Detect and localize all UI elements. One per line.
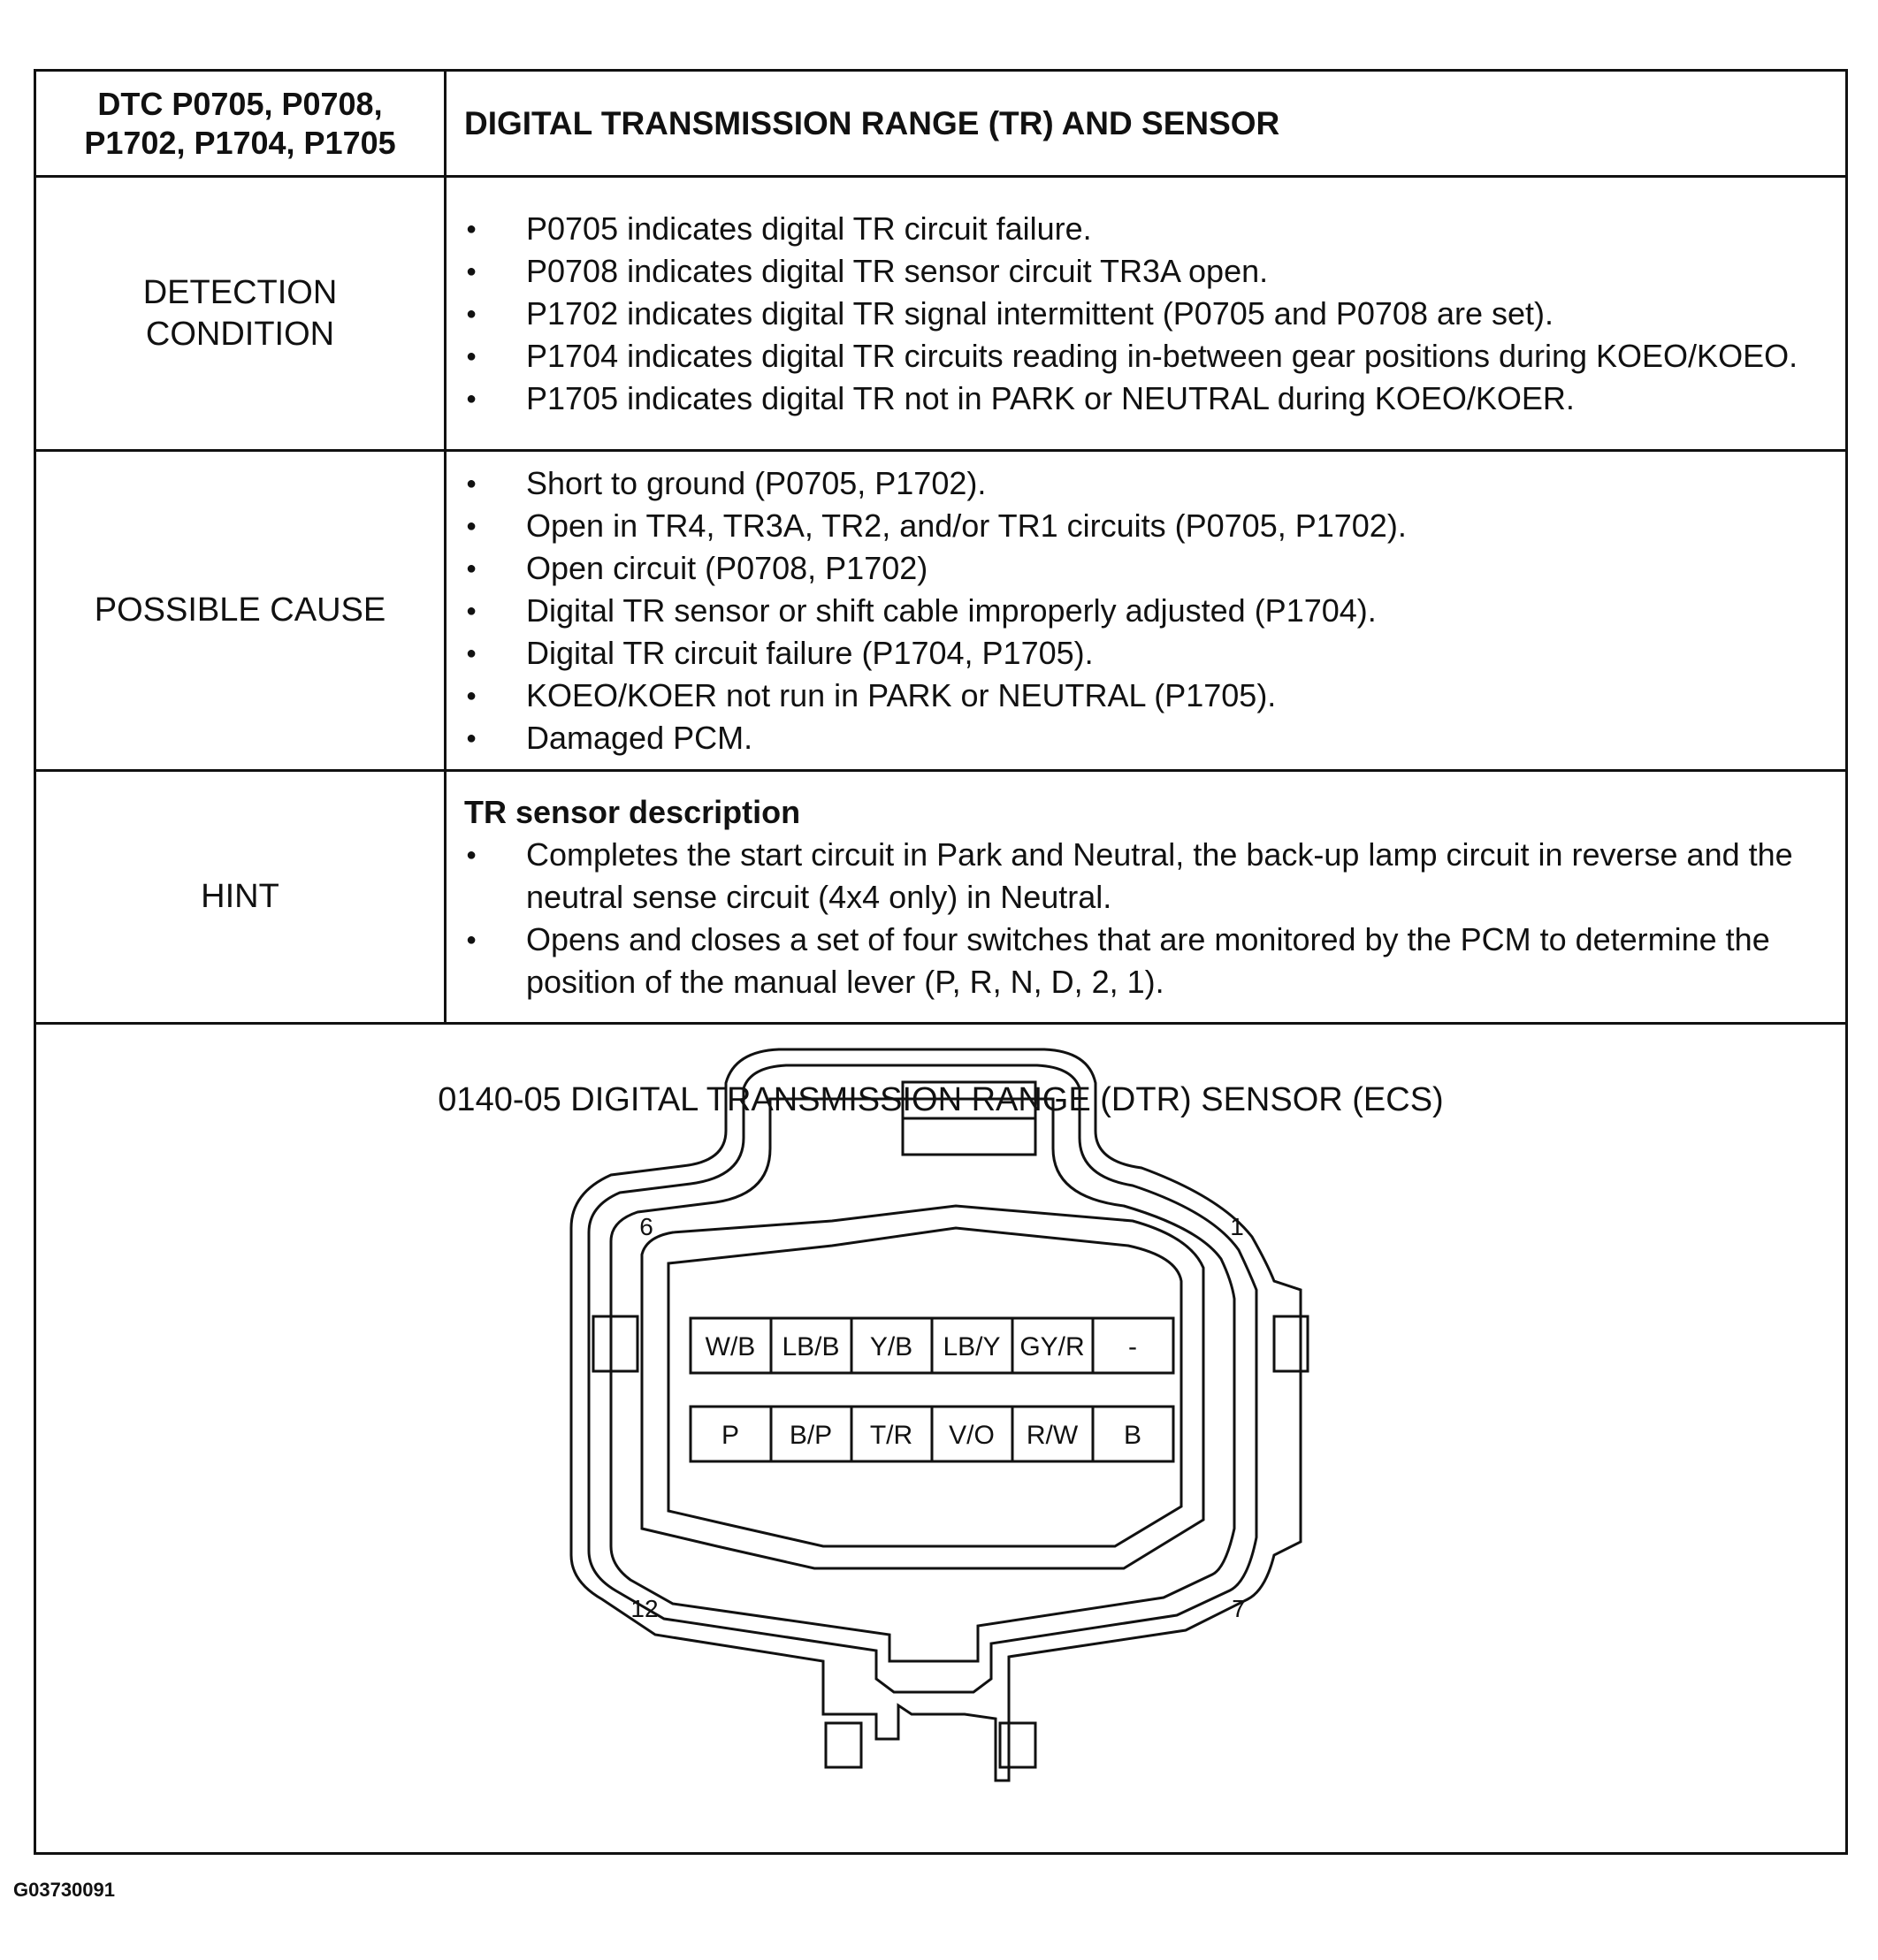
pin-number-1: 1 — [1230, 1213, 1244, 1240]
detection-content-cell: P0705 indicates digital TR circuit failu… — [447, 178, 1845, 449]
cause-item: KOEO/KOER not run in PARK or NEUTRAL (P1… — [464, 675, 1819, 717]
pin-number-12: 12 — [630, 1595, 658, 1622]
hint-list: Completes the start circuit in Park and … — [464, 834, 1819, 1003]
pin-cell — [850, 1316, 934, 1375]
pin-label: T/R — [870, 1421, 912, 1450]
detection-item: P0708 indicates digital TR sensor circui… — [464, 250, 1819, 293]
hint-item: Opens and closes a set of four switches … — [464, 919, 1819, 1003]
possible-cause-label: POSSIBLE CAUSE — [94, 591, 386, 629]
pin-label: Y/B — [870, 1332, 912, 1361]
pin-label: P — [721, 1421, 739, 1450]
side-tab-left — [592, 1315, 639, 1373]
pin-label: LB/Y — [943, 1332, 1000, 1361]
connector-plug-face — [640, 1204, 1205, 1570]
possible-cause-content-cell: Short to ground (P0705, P1702). Open in … — [447, 452, 1845, 769]
pin-cell — [1011, 1405, 1095, 1463]
header-row: DTC P0705, P0708, P1702, P1704, P1705 DI… — [36, 72, 1845, 178]
hint-heading: TR sensor description — [464, 793, 801, 830]
hint-row: HINT TR sensor description Completes the… — [36, 772, 1845, 1025]
detection-list: P0705 indicates digital TR circuit failu… — [464, 208, 1819, 420]
hint-label-cell: HINT — [36, 772, 447, 1022]
connector-shell-inner1 — [587, 1064, 1258, 1694]
pin-cell — [769, 1316, 853, 1375]
pin-cell — [1091, 1405, 1175, 1463]
cause-item: Damaged PCM. — [464, 717, 1819, 759]
side-tab-right — [1272, 1315, 1309, 1373]
pin-cell — [1011, 1316, 1095, 1375]
hint-label: HINT — [201, 878, 279, 915]
foot-right — [998, 1721, 1037, 1769]
pin-label: - — [1128, 1332, 1137, 1361]
pin-label: LB/B — [782, 1332, 839, 1361]
dtc-codes-line2: P1702, P1704, P1705 — [84, 124, 396, 161]
cause-item: Digital TR circuit failure (P1704, P1705… — [464, 632, 1819, 675]
pin-row-bottom — [689, 1405, 1175, 1463]
pin-label: V/O — [949, 1421, 995, 1450]
section-title: DIGITAL TRANSMISSION RANGE (TR) AND SENS… — [464, 104, 1280, 141]
possible-cause-label-cell: POSSIBLE CAUSE — [36, 452, 447, 769]
possible-cause-row: POSSIBLE CAUSE Short to ground (P0705, P… — [36, 452, 1845, 772]
detection-label-cell: DETECTION CONDITION — [36, 178, 447, 449]
pin-cell — [930, 1316, 1014, 1375]
connector-diagram: W/B LB/B Y/B LB/Y GY/R - P B/P T/R V/O R… — [569, 1048, 1309, 1782]
detection-item: P1702 indicates digital TR signal interm… — [464, 293, 1819, 335]
diagram-area: 0140-05 DIGITAL TRANSMISSION RANGE (DTR)… — [36, 1025, 1845, 1852]
pin-row-top — [689, 1316, 1175, 1375]
cause-item: Open in TR4, TR3A, TR2, and/or TR1 circu… — [464, 505, 1819, 547]
detection-item: P0705 indicates digital TR circuit failu… — [464, 208, 1819, 250]
figure-id: G03730091 — [13, 1879, 115, 1901]
possible-cause-list: Short to ground (P0705, P1702). Open in … — [464, 462, 1819, 759]
pin-cell — [689, 1316, 773, 1375]
hint-content-cell: TR sensor description Completes the star… — [447, 772, 1845, 1022]
detection-label-line2: CONDITION — [145, 315, 335, 353]
cause-item: Short to ground (P0705, P1702). — [464, 462, 1819, 505]
detection-item: P1705 indicates digital TR not in PARK o… — [464, 378, 1819, 420]
pin-label: B — [1124, 1421, 1141, 1450]
connector-shell-inner2 — [609, 1097, 1236, 1663]
detection-label-line1: DETECTION — [142, 273, 338, 311]
pin-label: GY/R — [1019, 1332, 1084, 1361]
title-cell: DIGITAL TRANSMISSION RANGE (TR) AND SENS… — [447, 72, 1845, 175]
pin-cell — [930, 1405, 1014, 1463]
connector-outer-shell — [569, 1048, 1302, 1782]
pin-label: W/B — [706, 1332, 756, 1361]
detection-row: DETECTION CONDITION P0705 indicates digi… — [36, 178, 1845, 452]
cause-item: Digital TR sensor or shift cable imprope… — [464, 590, 1819, 632]
pin-cell — [850, 1405, 934, 1463]
dtc-codes-cell: DTC P0705, P0708, P1702, P1704, P1705 — [36, 72, 447, 175]
cause-item: Open circuit (P0708, P1702) — [464, 547, 1819, 590]
pin-label: R/W — [1027, 1421, 1079, 1450]
pin-number-7: 7 — [1232, 1595, 1246, 1622]
connector-plug-face-inner — [667, 1226, 1183, 1548]
dtc-table: DTC P0705, P0708, P1702, P1704, P1705 DI… — [34, 69, 1848, 1855]
dtc-codes-line1: DTC P0705, P0708, — [97, 85, 383, 122]
hint-item: Completes the start circuit in Park and … — [464, 834, 1819, 919]
pin-label: B/P — [790, 1421, 832, 1450]
pin-number-6: 6 — [639, 1213, 653, 1240]
detection-item: P1704 indicates digital TR circuits read… — [464, 335, 1819, 378]
pin-cell — [1091, 1316, 1175, 1375]
pin-cell — [689, 1405, 773, 1463]
foot-left — [824, 1721, 863, 1769]
